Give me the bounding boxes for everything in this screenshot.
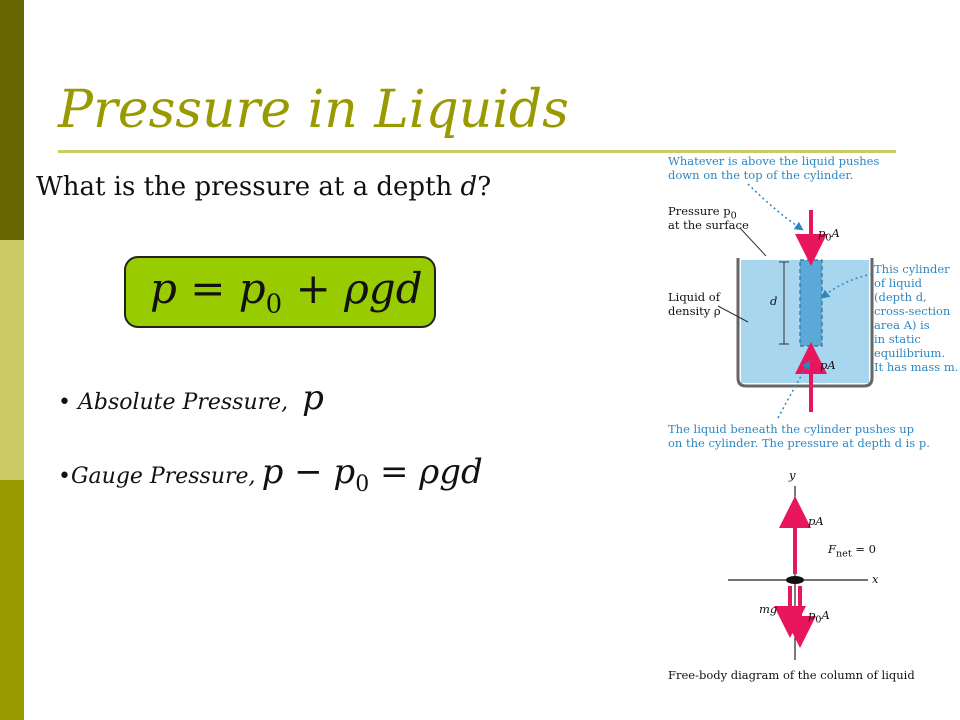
beaker-outline	[736, 258, 874, 388]
sidebar-stripe	[0, 0, 24, 720]
bullet-gauge-pressure: •Gauge Pressure,p − p0 = ρgd	[58, 452, 483, 497]
sidebar-block-top	[0, 0, 24, 240]
pressure-surface-label: Pressure p0	[668, 204, 737, 222]
liquid-label-1: Liquid of	[668, 290, 720, 304]
leader-surface	[739, 227, 767, 257]
annotation-arrow-bottom	[777, 360, 811, 419]
gauge-label: •Gauge Pressure,	[58, 464, 256, 489]
liquid-label-2: density ρ	[668, 304, 721, 318]
cylinder-note-3: (depth d,	[874, 290, 927, 304]
equation-rhs: + ρgd	[282, 264, 423, 313]
cylinder-note-7: equilibrium.	[874, 346, 946, 360]
bullet-absolute-pressure: • Absolute Pressure, p	[58, 378, 324, 418]
cylinder-note-5: area A) is	[874, 318, 930, 332]
annotation-arrow-top	[747, 183, 804, 231]
sidebar-block-bottom	[0, 480, 24, 720]
question-variable: d	[460, 172, 478, 202]
equation-box	[124, 256, 436, 328]
leader-liquid	[717, 305, 749, 323]
gauge-math-a: p − p	[261, 452, 356, 492]
gauge-math-b: = ρgd	[369, 452, 483, 492]
fbd-net-force-label: Fnet = 0	[828, 542, 876, 560]
question-text: What is the pressure at a depth d?	[36, 172, 491, 202]
gauge-math: p − p0 = ρgd	[261, 452, 483, 497]
pressure-figure: Whatever is above the liquid pushes down…	[648, 150, 960, 690]
main-equation: p = p0 + ρgd	[150, 264, 423, 319]
liquid-cylinder	[799, 259, 823, 347]
cylinder-note-8: It has mass m.	[874, 360, 959, 374]
gauge-math-sub: 0	[355, 471, 370, 497]
cylinder-note-1: This cylinder	[874, 262, 950, 276]
cylinder-note-6: in static	[874, 332, 921, 346]
title-divider	[58, 150, 896, 153]
p0A-label: p0A	[818, 226, 840, 244]
question-suffix: ?	[477, 172, 492, 202]
fbd-pA-label: pA	[808, 514, 824, 528]
sidebar-block-middle	[0, 240, 24, 480]
fbd-y-label: y	[789, 468, 796, 482]
cylinder-note-4: cross-section	[874, 304, 951, 318]
bottom-note-line-2: on the cylinder. The pressure at depth d…	[668, 436, 930, 450]
fbd-mg-label: mg	[759, 602, 778, 616]
bottom-note-line-1: The liquid beneath the cylinder pushes u…	[668, 422, 914, 436]
slide-title: Pressure in Liquids	[58, 80, 569, 140]
absolute-label: • Absolute Pressure,	[58, 390, 289, 415]
cylinder-note-2: of liquid	[874, 276, 922, 290]
top-note-line-1: Whatever is above the liquid pushes	[668, 154, 880, 168]
question-prefix: What is the pressure at a depth	[36, 172, 461, 202]
fbd-caption: Free-body diagram of the column of liqui…	[668, 668, 915, 682]
depth-label: d	[770, 294, 778, 308]
equation-lhs: p = p	[150, 264, 266, 313]
equation-subscript: 0	[265, 289, 283, 320]
pA-label: pA	[820, 358, 836, 372]
fbd-x-label: x	[872, 572, 879, 586]
fbd-body	[786, 576, 804, 584]
fbd-p0A-label: p0A	[808, 608, 830, 626]
top-note-line-2: down on the top of the cylinder.	[668, 168, 854, 182]
pressure-surface-label-2: at the surface	[668, 218, 749, 232]
absolute-math: p	[302, 378, 324, 418]
figure-drawing	[717, 183, 874, 660]
